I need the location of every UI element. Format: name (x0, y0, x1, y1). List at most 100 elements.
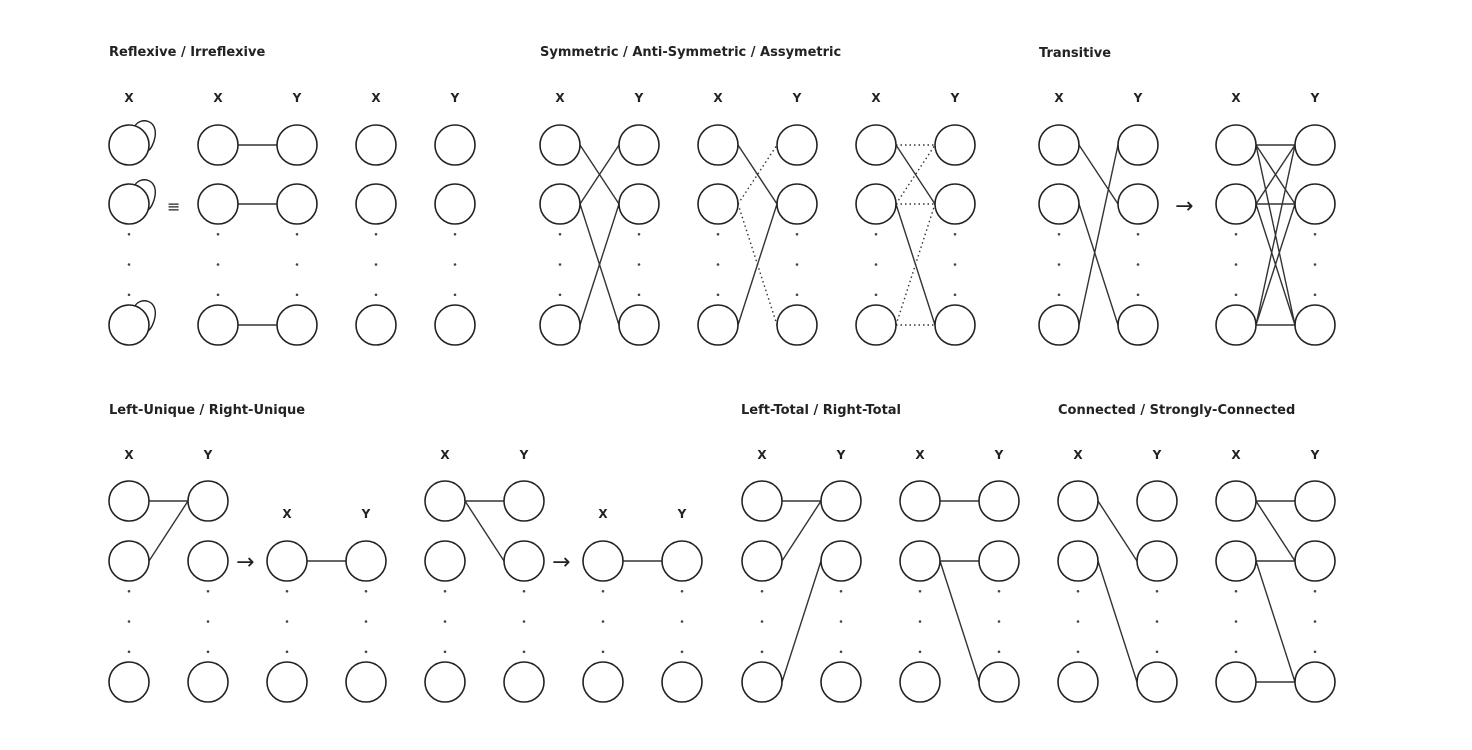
node-0 (108, 124, 150, 166)
node-89 (1038, 304, 1080, 346)
node-225 (1294, 661, 1336, 703)
dotted-relation-edge-65 (737, 144, 778, 205)
ellipsis-dot-35 (453, 293, 457, 297)
relation-edge-121 (1255, 203, 1296, 326)
node-205 (1057, 661, 1099, 703)
ellipsis-dot-106 (1234, 263, 1238, 266)
node-11 (197, 304, 239, 346)
node-32 (434, 304, 476, 346)
symbols-layer: ≡ → → → (167, 194, 1193, 575)
node-130 (187, 540, 229, 582)
ellipsis-dot-5 (127, 293, 131, 297)
axis-label-y: Y (1310, 448, 1320, 462)
implies-arrow-unique-1: → (236, 550, 254, 575)
ellipsis-dot-34 (453, 263, 457, 266)
node-42 (618, 124, 660, 166)
ellipsis-dot-140 (285, 620, 289, 623)
node-93 (1117, 124, 1159, 166)
ellipsis-dot-55 (716, 232, 720, 236)
axis-label-y: Y (792, 91, 802, 105)
ellipsis-dot-47 (637, 293, 641, 297)
axis-label-y: Y (203, 448, 213, 462)
relation-edge-64 (737, 144, 778, 205)
node-148 (424, 480, 466, 522)
node-10 (197, 183, 239, 225)
axis-label-x: X (1231, 448, 1241, 462)
ellipsis-dot-151 (443, 589, 447, 593)
ellipsis-dot-91 (1057, 263, 1061, 266)
node-31 (434, 183, 476, 225)
ellipsis-dot-57 (716, 293, 720, 297)
ellipsis-dot-107 (1234, 293, 1238, 297)
node-30 (434, 124, 476, 166)
node-125 (108, 661, 150, 703)
node-110 (1294, 304, 1336, 346)
node-108 (1294, 124, 1336, 166)
node-26 (355, 304, 397, 346)
node-174 (741, 540, 783, 582)
ellipsis-dot-127 (127, 620, 131, 623)
ellipsis-dot-72 (874, 263, 878, 266)
ellipsis-dot-3 (127, 232, 131, 236)
ellipsis-dot-208 (1076, 650, 1080, 654)
relation-edge-117 (1255, 144, 1296, 205)
node-189 (899, 540, 941, 582)
node-180 (820, 540, 862, 582)
ellipsis-dot-197 (997, 589, 1001, 593)
axis-label-y: Y (950, 91, 960, 105)
ellipsis-dot-13 (216, 263, 220, 266)
axis-label-y: Y (677, 507, 687, 521)
axis-label-x: X (440, 448, 450, 462)
ellipsis-dot-111 (1313, 232, 1317, 236)
node-167 (661, 540, 703, 582)
self-loop-6 (134, 120, 156, 152)
axis-label-x: X (282, 507, 292, 521)
ellipsis-dot-193 (918, 650, 922, 654)
ellipsis-layer (127, 232, 1317, 654)
relation-edge-67 (737, 203, 778, 326)
ellipsis-dot-153 (443, 650, 447, 654)
ellipsis-dot-191 (918, 589, 922, 593)
node-188 (899, 480, 941, 522)
ellipsis-dot-199 (997, 650, 1001, 654)
ellipsis-dot-164 (601, 589, 605, 593)
ellipsis-dot-40 (558, 263, 562, 266)
ellipsis-dot-112 (1313, 263, 1317, 266)
implies-arrow-transitive: → (1175, 194, 1193, 219)
node-15 (276, 124, 318, 166)
ellipsis-dot-45 (637, 232, 641, 236)
node-60 (776, 304, 818, 346)
node-217 (1215, 480, 1257, 522)
node-109 (1294, 183, 1336, 225)
node-36 (539, 124, 581, 166)
node-58 (776, 124, 818, 166)
node-203 (1057, 480, 1099, 522)
node-163 (582, 661, 624, 703)
node-74 (934, 124, 976, 166)
ellipsis-dot-141 (285, 650, 289, 654)
node-173 (741, 480, 783, 522)
ellipsis-dot-145 (364, 620, 368, 623)
axis-label-x: X (757, 448, 767, 462)
ellipsis-dot-139 (285, 589, 289, 593)
ellipsis-dot-62 (795, 263, 799, 266)
ellipsis-dot-159 (522, 650, 526, 654)
node-195 (978, 540, 1020, 582)
ellipsis-dot-132 (206, 589, 210, 593)
node-76 (934, 304, 976, 346)
node-103 (1215, 183, 1257, 225)
ellipsis-dot-170 (680, 620, 684, 623)
ellipsis-dot-96 (1136, 232, 1140, 236)
node-211 (1136, 661, 1178, 703)
ellipsis-dot-183 (839, 620, 843, 623)
axis-label-y: Y (1152, 448, 1162, 462)
axis-label-x: X (371, 91, 381, 105)
axis-label-y: Y (836, 448, 846, 462)
node-70 (855, 304, 897, 346)
node-196 (978, 661, 1020, 703)
node-154 (503, 480, 545, 522)
node-53 (697, 183, 739, 225)
node-168 (661, 661, 703, 703)
node-150 (424, 661, 466, 703)
